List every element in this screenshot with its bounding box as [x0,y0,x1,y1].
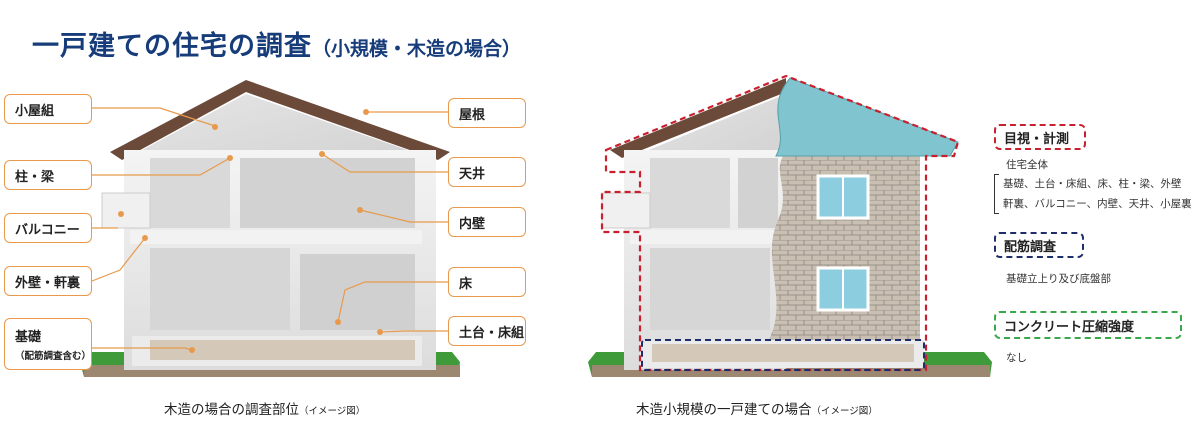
label-yuka: 床 [448,267,526,297]
right-roof-blue [775,77,959,157]
caption-right: 木造小規模の一戸建ての場合（イメージ図） [636,402,878,418]
legend-concrete-scope: なし [1006,352,1027,364]
legend-rebar-scope: 基礎立上り及び底盤部 [1006,273,1111,285]
label-dodai: 土台・床組 [448,316,526,346]
right-windows [816,174,870,312]
label-kiso: 基礎 （配筋調査含む） [4,318,92,370]
left-leader-dots [118,109,383,353]
legend-visual-item: 軒裏、バルコニー、内壁、天井、小屋裏 [1003,198,1192,210]
label-yane: 屋根 [448,98,526,128]
left-upper-room-1 [150,158,230,228]
left-lower-room-2 [300,254,415,330]
label-naiheki: 内壁 [448,207,526,237]
right-house [588,74,992,377]
label-gaiheki: 外壁・軒裏 [4,266,92,296]
legend-visual-item: 基礎、土台・床組、床、柱・梁、外壁 [1003,178,1182,190]
rebar-survey-outline [641,339,925,371]
title-sub: （小規模・木造の場合） [312,38,522,60]
left-balcony [101,192,151,229]
right-crawlspace [652,344,914,362]
left-floor-slab [130,230,422,244]
right-balcony [601,192,651,229]
left-house [80,80,460,377]
label-balcony: バルコニー [4,213,92,243]
right-roof-cutaway [610,78,786,158]
label-tenjo: 天井 [448,157,526,187]
right-upper-room [650,158,730,228]
right-upper-room-2 [738,158,778,228]
left-leader-lines [91,107,448,351]
legend-concrete: コンクリート圧縮強度 [994,311,1182,339]
left-lower-room-1 [150,248,290,330]
label-koyagumi: 小屋組 [4,94,92,124]
title-main: 一戸建ての住宅の調査 [32,31,312,62]
right-lower-room [650,248,770,330]
visual-inspection-outline [600,74,960,372]
legend-visual-scope: 住宅全体 [1006,159,1048,171]
caption-left: 木造の場合の調査部位（イメージ図） [164,402,366,418]
label-hashira-hari: 柱・梁 [4,160,92,190]
page-title: 一戸建ての住宅の調査（小規模・木造の場合） [32,24,521,63]
legend-visual-items: 基礎、土台・床組、床、柱・梁、外壁 軒裏、バルコニー、内壁、天井、小屋裏 [994,174,1197,214]
left-crawlspace [150,340,415,360]
right-floor-slab [630,230,780,244]
legend-visual: 目視・計測 [994,124,1086,150]
right-brick-wall [768,152,920,342]
legend-rebar: 配筋調査 [994,232,1084,258]
